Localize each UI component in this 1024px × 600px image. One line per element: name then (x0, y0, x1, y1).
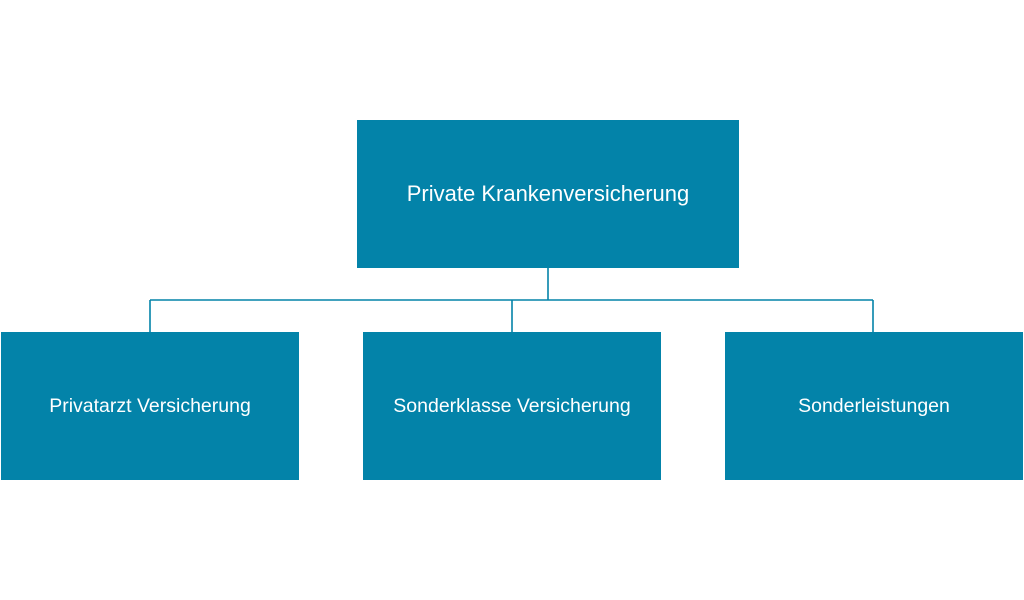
child-node-label: Privatarzt Versicherung (49, 394, 251, 417)
child-node-sonderklasse: Sonderklasse Versicherung (363, 332, 661, 480)
child-node-label: Sonderleistungen (798, 394, 950, 417)
root-node-label: Private Krankenversicherung (406, 181, 690, 206)
child-node-sonderleistungen: Sonderleistungen (725, 332, 1023, 480)
root-node: Private Krankenversicherung (357, 120, 739, 268)
child-node-label: Sonderklasse Versicherung (393, 394, 631, 417)
child-node-privatarzt: Privatarzt Versicherung (1, 332, 299, 480)
